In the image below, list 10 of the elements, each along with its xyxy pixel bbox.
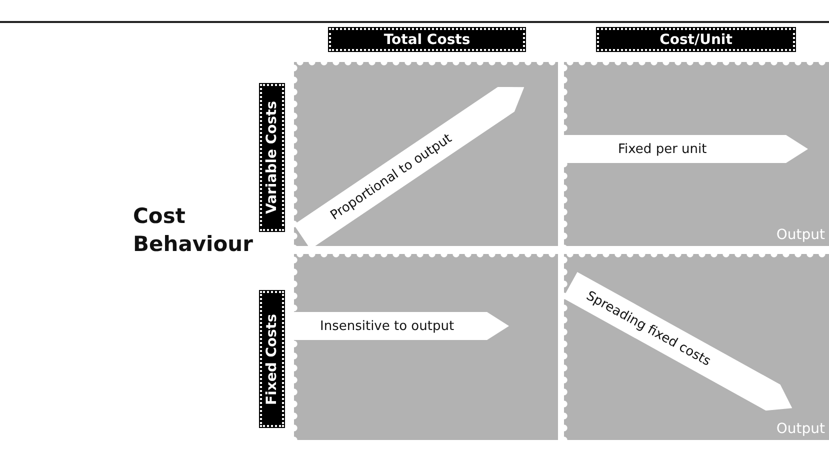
header-tag: Cost/Unit xyxy=(596,27,796,52)
quadrant-panel xyxy=(564,254,829,440)
header-tag: Fixed Costs xyxy=(259,290,285,428)
quadrant-panel xyxy=(294,62,558,246)
diagram-title: Cost Behaviour xyxy=(133,203,254,258)
axis-label: Output xyxy=(776,421,825,437)
header-tag: Variable Costs xyxy=(259,83,285,232)
quadrant-panel xyxy=(294,254,558,440)
axis-label: Output xyxy=(776,227,825,243)
header-tag: Total Costs xyxy=(328,27,526,52)
